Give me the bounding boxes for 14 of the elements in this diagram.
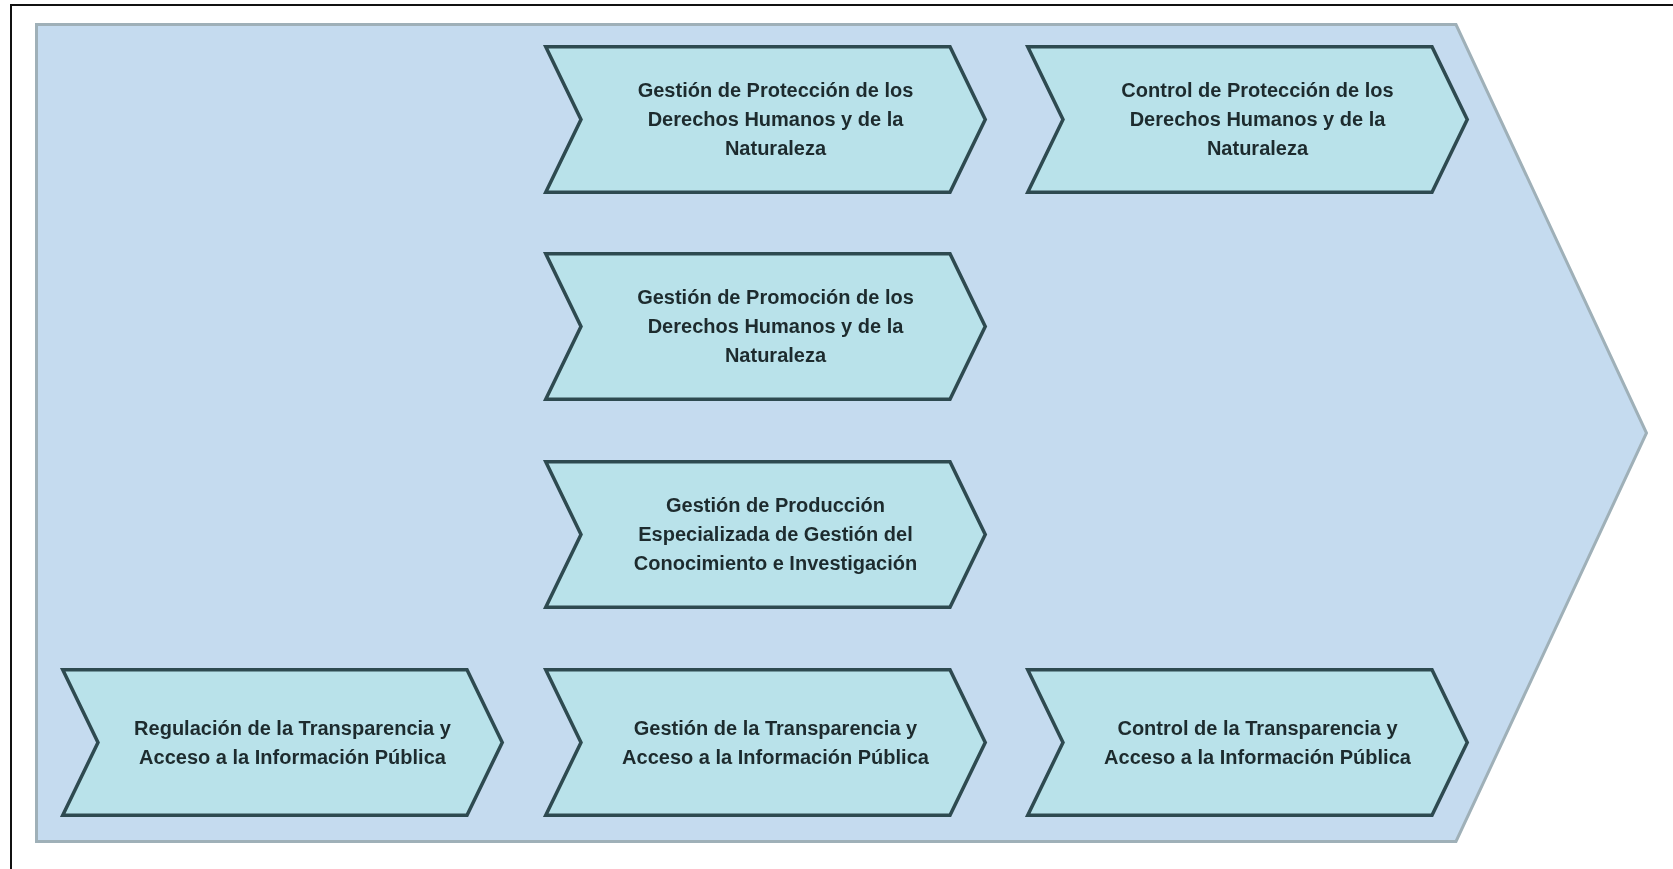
process-label: Regulación de la Transparencia y Acceso a la Información Pública	[133, 715, 452, 770]
chevron-box	[1026, 668, 1469, 817]
chevron-box	[544, 45, 987, 194]
process-label: Gestión de la Transparencia y Acceso a la Información Pública	[621, 715, 930, 770]
chevron-box	[544, 252, 987, 401]
chevron-box	[1026, 45, 1469, 194]
chevron-box	[544, 668, 987, 817]
process-label: Gestión de Producción Especializada de Gestión del Conocimiento e Investigación	[632, 493, 919, 576]
chevron-box	[544, 460, 987, 609]
chevron-box	[61, 668, 504, 817]
process-label: Control de Protección de los Derechos Humanos y de la Naturaleza	[1120, 78, 1395, 161]
process-label: Control de la Transparencia y Acceso a la Información Pública	[1103, 715, 1412, 770]
process-label: Gestión de Protección de los Derechos Humanos y de la Naturaleza	[636, 78, 915, 161]
process-label: Gestión de Promoción de los Derechos Humanos y de la Naturaleza	[636, 285, 915, 368]
